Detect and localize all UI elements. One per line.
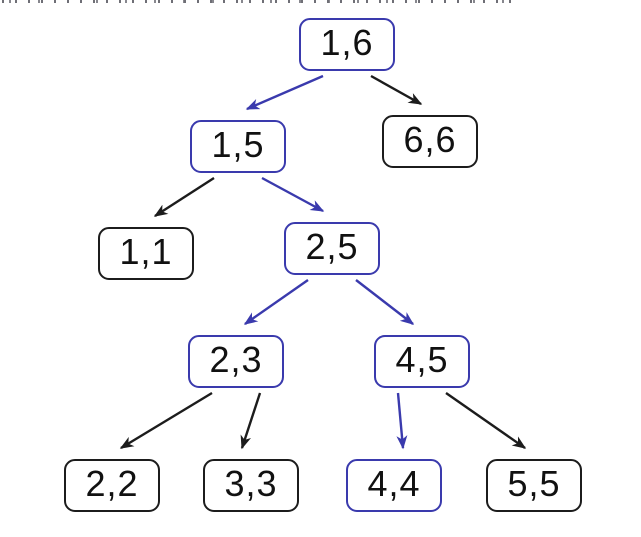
tree-node-label: 1,6: [320, 22, 374, 63]
tree-edge-2-3-to-3-3: [240, 392, 262, 450]
tree-node-label: 6,6: [403, 119, 457, 160]
tree-node-1-6: 1,6: [299, 18, 395, 71]
tree-node-6-6: 6,6: [382, 115, 478, 168]
tree-edge-2-5-to-4-5: [355, 279, 415, 325]
tree-edge-2-3-to-2-2: [119, 391, 213, 450]
tree-edge-4-5-to-5-5: [445, 392, 527, 449]
tree-edge-2-5-to-2-3: [243, 279, 309, 325]
tree-edge-4-5-to-4-4: [396, 392, 408, 450]
tree-node-label: 1,5: [211, 124, 265, 165]
tree-edge-1-6-to-6-6: [370, 74, 423, 106]
tree-node-label: 1,1: [119, 231, 173, 272]
tree-node-label: 4,4: [367, 463, 421, 504]
tree-node-2-2: 2,2: [64, 459, 160, 512]
tree-edge-1-6-to-1-5: [245, 74, 324, 111]
tree-node-label: 2,3: [209, 339, 263, 380]
cropped-text-artifact: [2, 0, 520, 3]
tree-node-label: 4,5: [395, 339, 449, 380]
tree-node-5-5: 5,5: [486, 459, 582, 512]
tree-edge-1-5-to-1-1: [153, 176, 215, 218]
tree-node-2-5: 2,5: [284, 222, 380, 275]
tree-node-label: 2,5: [305, 226, 359, 267]
tree-node-label: 3,3: [224, 463, 278, 504]
tree-node-label: 5,5: [507, 463, 561, 504]
tree-node-1-1: 1,1: [98, 227, 194, 280]
tree-edge-1-5-to-2-5: [261, 176, 325, 213]
tree-node-4-5: 4,5: [374, 335, 470, 388]
tree-node-2-3: 2,3: [188, 335, 284, 388]
tree-node-4-4: 4,4: [346, 459, 442, 512]
tree-node-1-5: 1,5: [190, 120, 286, 173]
tree-node-3-3: 3,3: [203, 459, 299, 512]
tree-node-label: 2,2: [85, 463, 139, 504]
